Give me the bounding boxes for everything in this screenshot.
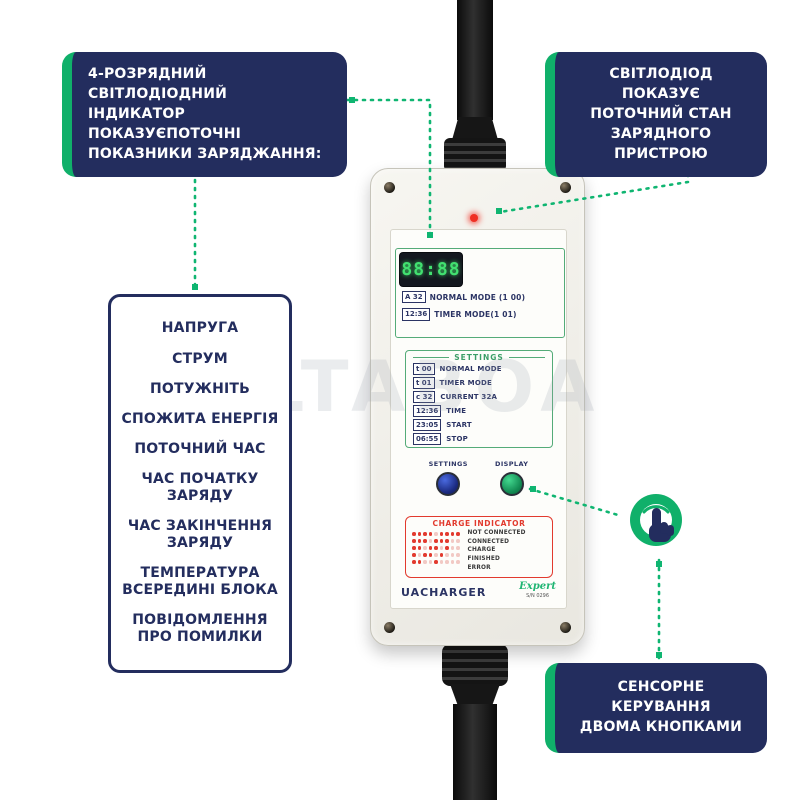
callout-line: ПОТОЧНИЙ СТАН — [590, 105, 732, 122]
settings-value: 23:05 — [413, 418, 442, 432]
feature-item: ТЕМПЕРАТУРА ВСЕРЕДИНІ БЛОКА — [122, 565, 278, 599]
mode-row: 12:36 TIMER MODE(1 01) — [402, 308, 560, 321]
charge-indicator-title: CHARGE INDICATOR — [432, 519, 526, 528]
screw-icon — [560, 622, 571, 633]
settings-label: NORMAL MODE — [439, 365, 502, 373]
feature-item: ЧАС ЗАКІНЧЕННЯ ЗАРЯДУ — [127, 518, 273, 552]
settings-rows: t 00 NORMAL MODE t 01 TIMER MODE c 32 CU… — [413, 362, 545, 446]
cable-gland-nut-bottom — [442, 644, 508, 686]
display-group: 88:88 A 32 NORMAL MODE (1 00) 12:36 TIME… — [395, 248, 565, 338]
callout-line: СЕНСОРНЕ КЕРУВАННЯ — [611, 679, 711, 715]
charge-state-label: CONNECTED — [467, 538, 510, 545]
feature-item: ПОТОЧНИЙ ЧАС — [134, 440, 266, 457]
feature-item: ПОВІДОМЛЕННЯ ПРО ПОМИЛКИ — [132, 612, 268, 646]
charger-device: 88:88 A 32 NORMAL MODE (1 00) 12:36 TIME… — [370, 168, 585, 646]
settings-value: c 32 — [413, 390, 436, 404]
settings-button-label: SETTINGS — [428, 460, 468, 468]
serial-number: S/N 0296 — [526, 593, 550, 599]
touch-gesture-icon — [622, 488, 694, 560]
callout-line: ІНДИКАТОР ПОКАЗУЄПОТОЧНІ — [88, 105, 242, 142]
settings-button-group: SETTINGS — [429, 460, 468, 496]
settings-row: 23:05 START — [413, 418, 545, 432]
feature-item: НАПРУГА — [161, 320, 239, 337]
brand-model: Expert S/N 0296 — [519, 582, 556, 599]
display-button-group: DISPLAY — [495, 460, 528, 496]
mode-value: A 32 — [402, 291, 426, 304]
cable-gland-cone-bottom — [450, 684, 500, 706]
feature-item: СТРУМ — [172, 350, 228, 367]
feature-list: НАПРУГА СТРУМ ПОТУЖНІТЬ СПОЖИТА ЕНЕРГІЯ ПОТО… — [108, 294, 292, 673]
screw-icon — [384, 182, 395, 193]
device-front-panel: 88:88 A 32 NORMAL MODE (1 00) 12:36 TIME… — [390, 229, 567, 609]
feature-item: ЧАС ПОЧАТКУ ЗАРЯДУ — [141, 470, 259, 504]
cable-gland-cone-top — [452, 117, 498, 140]
brand-name: UACHARGER — [401, 586, 487, 599]
settings-label: STOP — [446, 435, 468, 443]
callout-line: ДВОМА КНОПКАМИ — [579, 718, 743, 735]
settings-value: t 01 — [413, 376, 435, 390]
screw-icon — [384, 622, 395, 633]
charge-state-label: ERROR — [467, 564, 491, 571]
charge-indicator-body: NOT CONNECTED CONNECTED CHARGE FINISHED … — [412, 530, 546, 572]
callout-touch-control: СЕНСОРНЕ КЕРУВАННЯ ДВОМА КНОПКАМИ — [545, 663, 767, 753]
mode-value: 12:36 — [402, 308, 431, 321]
settings-row: 12:36 TIME — [413, 404, 545, 418]
cable-gland-nut-top — [444, 138, 506, 172]
callout-status-led: СВІТЛОДІОД ПОКАЗУЄ ПОТОЧНИЙ СТАН ЗАРЯДНОГО… — [545, 52, 767, 178]
brand-row: UACHARGER Expert S/N 0296 — [401, 582, 556, 600]
settings-label: CURRENT 32A — [440, 393, 498, 401]
callout-line: ЗАРЯДНОГО ПРИСТРОЮ — [610, 125, 712, 162]
charge-state-label: FINISHED — [467, 556, 501, 563]
settings-label: START — [446, 421, 472, 429]
settings-value: 06:55 — [413, 432, 442, 446]
settings-value: t 00 — [413, 362, 435, 376]
charge-led-matrix — [412, 530, 460, 572]
settings-row: t 00 NORMAL MODE — [413, 362, 545, 376]
settings-box: SETTINGS t 00 NORMAL MODE t 01 TIMER MOD… — [405, 350, 553, 448]
settings-title: SETTINGS — [413, 353, 545, 362]
mode-row: A 32 NORMAL MODE (1 00) — [402, 291, 560, 304]
settings-value: 12:36 — [413, 404, 442, 418]
mode-rows: A 32 NORMAL MODE (1 00) 12:36 TIMER MODE… — [402, 291, 560, 321]
status-led — [470, 214, 478, 222]
feature-item: ПОТУЖНІТЬ — [149, 380, 251, 397]
settings-label: TIME — [446, 407, 467, 415]
settings-row: 06:55 STOP — [413, 432, 545, 446]
seven-segment-display: 88:88 — [399, 252, 463, 287]
settings-row: t 01 TIMER MODE — [413, 376, 545, 390]
mode-label: TIMER MODE(1 01) — [434, 310, 517, 320]
button-row: SETTINGS DISPLAY — [391, 460, 566, 496]
callout-line: СВІТЛОДІОД ПОКАЗУЄ — [609, 66, 713, 102]
callout-line: ПОКАЗНИКИ ЗАРЯДЖАННЯ: — [88, 145, 322, 162]
charge-state-labels: NOT CONNECTED CONNECTED CHARGE FINISHED … — [468, 530, 526, 572]
charge-indicator-box: CHARGE INDICATOR NOT CONNECTED CONNECTED… — [405, 516, 553, 578]
charge-state-label: NOT CONNECTED — [467, 530, 526, 536]
settings-label: TIMER MODE — [439, 379, 492, 387]
display-button — [499, 472, 524, 496]
cable-bottom — [453, 704, 497, 800]
feature-item: СПОЖИТА ЕНЕРГІЯ — [121, 410, 279, 427]
settings-row: c 32 CURRENT 32A — [413, 390, 545, 404]
mode-label: NORMAL MODE (1 00) — [429, 292, 526, 302]
cable-top — [457, 0, 493, 120]
callout-line: 4-РОЗРЯДНИЙ СВІТЛОДІОДНИЙ — [88, 66, 228, 102]
model-name: Expert — [519, 581, 556, 592]
charge-state-label: CHARGE — [467, 547, 496, 554]
settings-button — [436, 472, 461, 496]
display-button-label: DISPLAY — [495, 460, 529, 468]
screw-icon — [560, 182, 571, 193]
